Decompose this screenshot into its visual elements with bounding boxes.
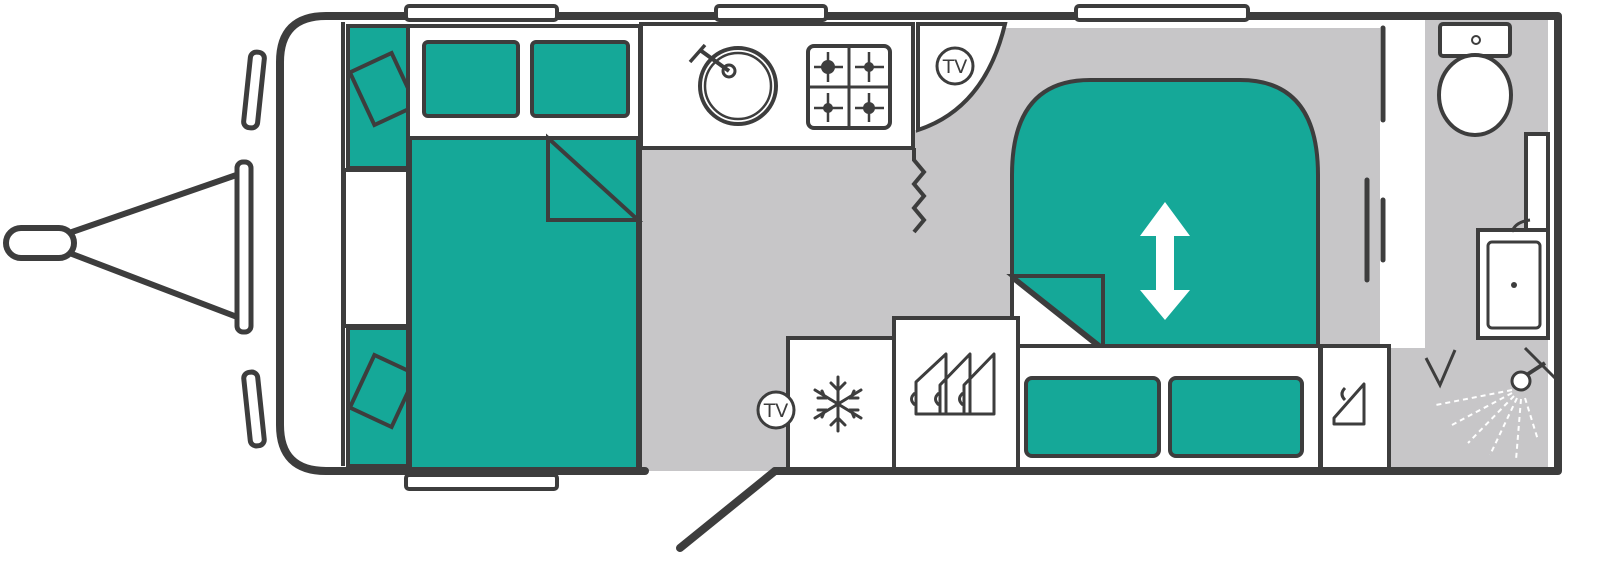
- kitchen-counter: [639, 22, 915, 150]
- concertina-door: [911, 148, 927, 234]
- gas-hob-icon: [806, 44, 892, 130]
- a-frame-drawbar: [3, 49, 267, 449]
- wardrobe-unit: [892, 316, 1020, 473]
- front-cushion-upper: [347, 50, 419, 128]
- tv-label-kitchen: TV: [942, 56, 968, 78]
- lounge-bed: [1006, 78, 1320, 353]
- window-kitchen-top: [714, 4, 828, 22]
- tv-label-lounge: TV: [763, 400, 789, 422]
- washbasin-icon: [1476, 132, 1550, 340]
- entrance-door: [676, 467, 779, 552]
- front-chest: [342, 168, 410, 328]
- windows: [404, 4, 1250, 491]
- front-cushion-lower: [347, 352, 419, 430]
- front-bumper-upper: [241, 49, 267, 131]
- bed-pillow-left: [422, 40, 520, 118]
- rear-cupboard: [1319, 344, 1391, 471]
- sink-icon: [688, 43, 778, 126]
- hanger-icon-small: [1332, 382, 1366, 426]
- front-bumper-lower: [241, 369, 267, 449]
- fridge-unit: TV: [756, 336, 896, 473]
- lounge-cushion-left: [1024, 376, 1161, 458]
- window-lounge-top: [1074, 4, 1250, 22]
- bed-cover-fold: [546, 133, 644, 222]
- window-front-top: [404, 4, 559, 22]
- shower-icon: [1424, 346, 1559, 461]
- front-bumper: [234, 159, 254, 335]
- tv-badge-lounge: [756, 390, 796, 430]
- bed-pillow-right: [530, 40, 630, 118]
- front-bench-upholstery: [346, 24, 419, 468]
- toilet-icon: [1437, 22, 1513, 137]
- double-bed: [406, 24, 644, 473]
- outer-wall: [276, 12, 1562, 475]
- lounge-cushion-right: [1168, 376, 1304, 458]
- snowflake-icon: [813, 375, 863, 433]
- window-front-bottom: [404, 473, 559, 491]
- double-headed-arrow-icon: [1140, 202, 1190, 320]
- hanger-icon: [910, 352, 996, 416]
- corner-tv-unit: TV: [916, 22, 1008, 133]
- tv-badge-kitchen: [935, 46, 975, 86]
- washroom: [1364, 22, 1559, 461]
- hitch-handle: [3, 225, 77, 261]
